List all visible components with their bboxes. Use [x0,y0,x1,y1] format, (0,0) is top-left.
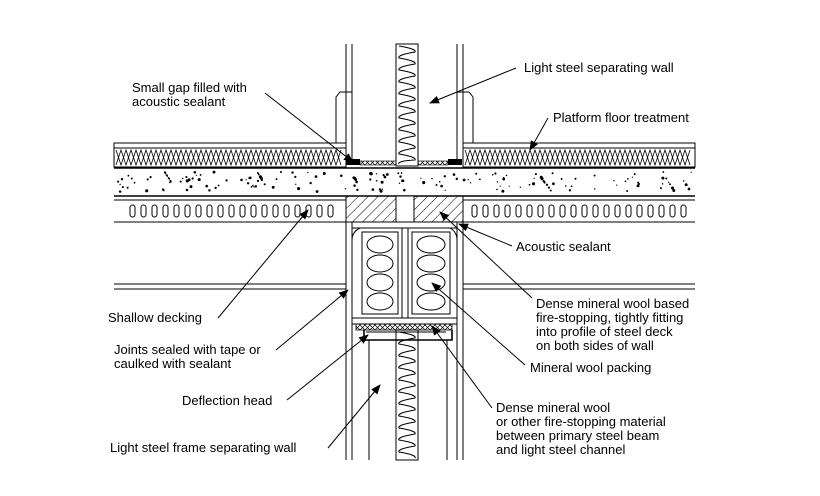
label-acoustic-sealant: Acoustic sealant [516,239,611,254]
label-dense-lower-2: or other fire-stopping material [496,414,666,429]
label-joints-2: caulked with sealant [114,356,231,371]
upper-wall [335,43,474,167]
label-dense-lower-4: and light steel channel [496,442,625,457]
label-mineral-packing: Mineral wool packing [530,360,651,375]
floor-board-right [464,148,691,167]
label-dense-lower-3: between primary steel beam [496,428,659,443]
label-dense-wool-2: fire-stopping, tightly fitting [536,310,683,325]
deck-profile-ribs [129,204,687,218]
floor-board-left [115,148,342,167]
concrete-slab [114,167,695,197]
label-dense-wool-4: on both sides of wall [536,338,654,353]
sealant-right [448,159,462,165]
label-platform-floor: Platform floor treatment [553,110,689,125]
label-dense-wool-1: Dense mineral wool based [536,296,689,311]
concrete-aggregate [117,170,692,193]
label-joints-1: Joints sealed with tape or [114,342,261,357]
shallow-decking [114,199,695,223]
label-deflection-head: Deflection head [182,393,272,408]
label-dense-lower-1: Dense mineral wool [496,400,610,415]
label-small-gap-2: acoustic sealant [132,94,226,109]
upper-wall-insulation [398,45,416,165]
mineral-wool-packing-left [366,235,394,311]
deflection-head [355,323,453,341]
leader-lines [217,67,549,449]
wall-frame-lines [114,283,695,290]
lower-wall-insulation [398,331,416,459]
lower-wall [368,329,448,461]
steel-beam [345,221,464,460]
label-dense-wool-3: into profile of steel deck [536,324,673,339]
label-small-gap-1: Small gap filled with [132,80,247,95]
label-frame-wall: Light steel frame separating wall [110,440,297,455]
annotations: Small gap filled with acoustic sealant L… [108,60,689,457]
fire-stopping-blocks [345,195,464,223]
mineral-wool-packing-right [416,235,446,311]
label-shallow-decking: Shallow decking [108,310,202,325]
label-light-steel-wall: Light steel separating wall [524,60,674,75]
